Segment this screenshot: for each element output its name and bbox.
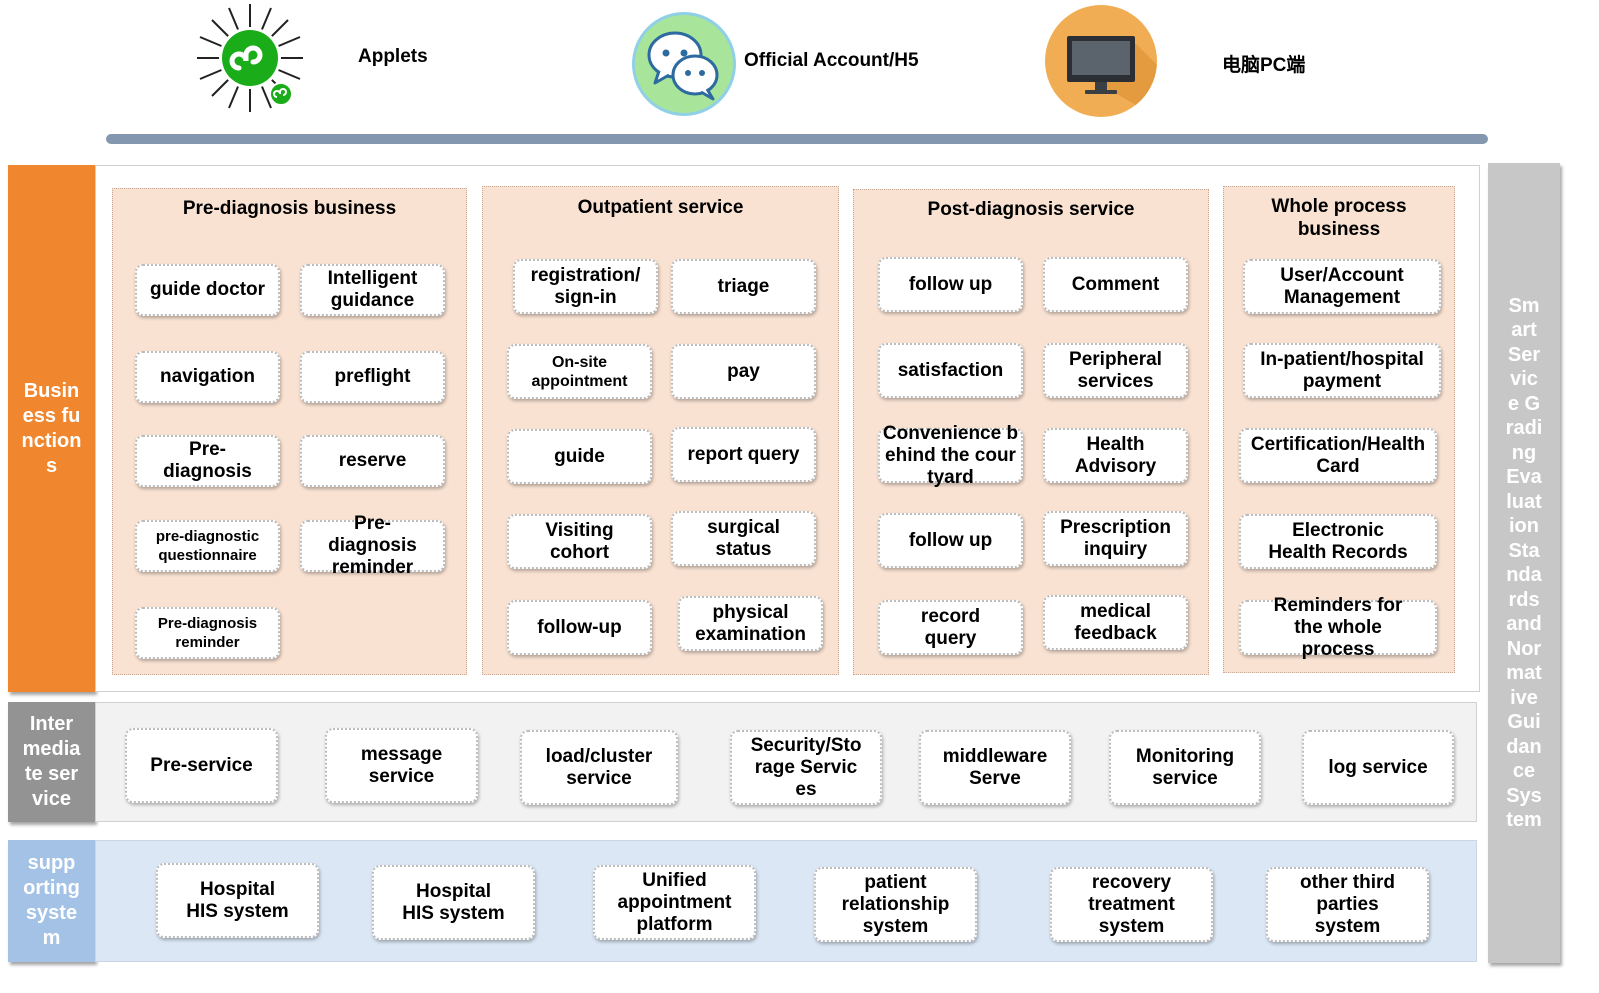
whole-process-group: Whole process business User/Account Mana… — [1223, 186, 1455, 673]
preflight-box[interactable]: preflight — [300, 351, 445, 403]
pre-diagnosis-reminder-box-2[interactable]: Pre-diagnosis reminder — [135, 607, 280, 659]
unified-appointment-platform-box[interactable]: Unified appointment platform — [593, 865, 756, 940]
other-third-parties-system-box[interactable]: other third parties system — [1266, 867, 1429, 942]
business-functions-label: Business functions — [21, 379, 82, 477]
pre-diagnosis-group: Pre-diagnosis business guide doctor Inte… — [112, 188, 467, 675]
whole-process-reminders-box[interactable]: Reminders for the whole process — [1239, 595, 1437, 660]
surgical-status-box[interactable]: surgical status — [671, 511, 816, 566]
pc-label: 电脑PC端 — [1222, 55, 1306, 76]
satisfaction-box[interactable]: satisfaction — [878, 343, 1023, 398]
whole-process-title: Whole process business — [1271, 196, 1407, 240]
post-diagnosis-group: Post-diagnosis service follow up Comment… — [853, 189, 1209, 675]
intermediate-service-bar: Intermediate service — [8, 702, 95, 822]
official-account-label: Official Account/H5 — [744, 50, 919, 71]
log-service-box[interactable]: log service — [1302, 730, 1454, 805]
guide-doctor-box[interactable]: guide doctor — [135, 264, 280, 316]
pay-box[interactable]: pay — [671, 344, 816, 399]
supporting-system-panel — [95, 840, 1477, 962]
record-query-box[interactable]: record query — [878, 600, 1023, 655]
hospital-his-system-box-1[interactable]: Hospital HIS system — [156, 863, 319, 938]
outpatient-title: Outpatient service — [577, 197, 744, 218]
standards-system-bar: Smart Service Grading Evaluation Standar… — [1488, 163, 1560, 963]
business-functions-bar: Business functions — [8, 165, 95, 692]
pre-diagnostic-questionnaire-box[interactable]: pre-diagnostic questionnaire — [135, 520, 280, 572]
inpatient-payment-box[interactable]: In-patient/hospital payment — [1243, 343, 1441, 398]
visiting-cohort-box[interactable]: Visiting cohort — [507, 514, 652, 569]
outpatient-group: Outpatient service registration/ sign-in… — [482, 186, 839, 675]
desktop-monitor-icon — [1045, 5, 1157, 117]
applets-label: Applets — [358, 46, 428, 67]
middleware-serve-box[interactable]: middleware Serve — [919, 730, 1071, 805]
pre-service-box[interactable]: Pre-service — [125, 728, 278, 803]
recovery-treatment-system-box[interactable]: recovery treatment system — [1050, 867, 1213, 942]
follow-up-box[interactable]: follow-up — [507, 600, 652, 655]
user-account-management-box[interactable]: User/Account Management — [1243, 259, 1441, 314]
guide-box[interactable]: guide — [507, 429, 652, 484]
follow-up-box-2[interactable]: follow up — [878, 513, 1023, 568]
pre-diagnosis-title: Pre-diagnosis business — [182, 198, 397, 219]
patient-relationship-system-box[interactable]: patient relationship system — [814, 867, 977, 942]
triage-box[interactable]: triage — [671, 259, 816, 314]
load-cluster-service-box[interactable]: load/cluster service — [520, 730, 678, 805]
convenience-behind-courtyard-box[interactable]: Convenience behind the courtyard — [878, 423, 1023, 488]
electronic-health-records-box[interactable]: Electronic Health Records — [1239, 514, 1437, 569]
supporting-system-bar: supporting system — [8, 840, 95, 962]
hospital-his-system-box-2[interactable]: Hospital HIS system — [372, 865, 535, 940]
intermediate-service-label: Intermediate service — [22, 713, 81, 810]
medical-feedback-box[interactable]: medical feedback — [1043, 595, 1188, 650]
wechat-icon — [632, 12, 736, 116]
security-storage-services-box[interactable]: Security/Storage Services — [730, 730, 882, 805]
message-service-box[interactable]: message service — [325, 728, 478, 803]
supporting-system-label: supporting system — [23, 852, 80, 949]
report-query-box[interactable]: report query — [671, 427, 816, 482]
monitoring-service-box[interactable]: Monitoring service — [1109, 730, 1261, 805]
physical-examination-box[interactable]: physical examination — [678, 596, 823, 651]
channel-divider-rail — [106, 134, 1488, 144]
navigation-box[interactable]: navigation — [135, 351, 280, 403]
registration-sign-in-box[interactable]: registration/ sign-in — [513, 259, 658, 314]
reserve-box[interactable]: reserve — [300, 435, 445, 487]
intelligent-guidance-box[interactable]: Intelligent guidance — [300, 264, 445, 316]
standards-system-label: Smart Service Grading Evaluation Standar… — [1505, 294, 1543, 832]
peripheral-services-box[interactable]: Peripheral services — [1043, 343, 1188, 398]
certification-health-card-box[interactable]: Certification/Health Card — [1239, 428, 1437, 483]
health-advisory-box[interactable]: Health Advisory — [1043, 428, 1188, 483]
on-site-appointment-box[interactable]: On-site appointment — [507, 344, 652, 399]
comment-box[interactable]: Comment — [1043, 257, 1188, 312]
pre-diagnosis-reminder-box-1[interactable]: Pre-diagnosis reminder — [300, 513, 445, 578]
prescription-inquiry-box[interactable]: Prescription inquiry — [1043, 511, 1188, 566]
mini-program-qr-icon — [195, 2, 305, 114]
post-diagnosis-title: Post-diagnosis service — [927, 199, 1135, 220]
pre-diagnosis-box[interactable]: Pre-diagnosis — [135, 435, 280, 487]
follow-up-box-1[interactable]: follow up — [878, 257, 1023, 312]
